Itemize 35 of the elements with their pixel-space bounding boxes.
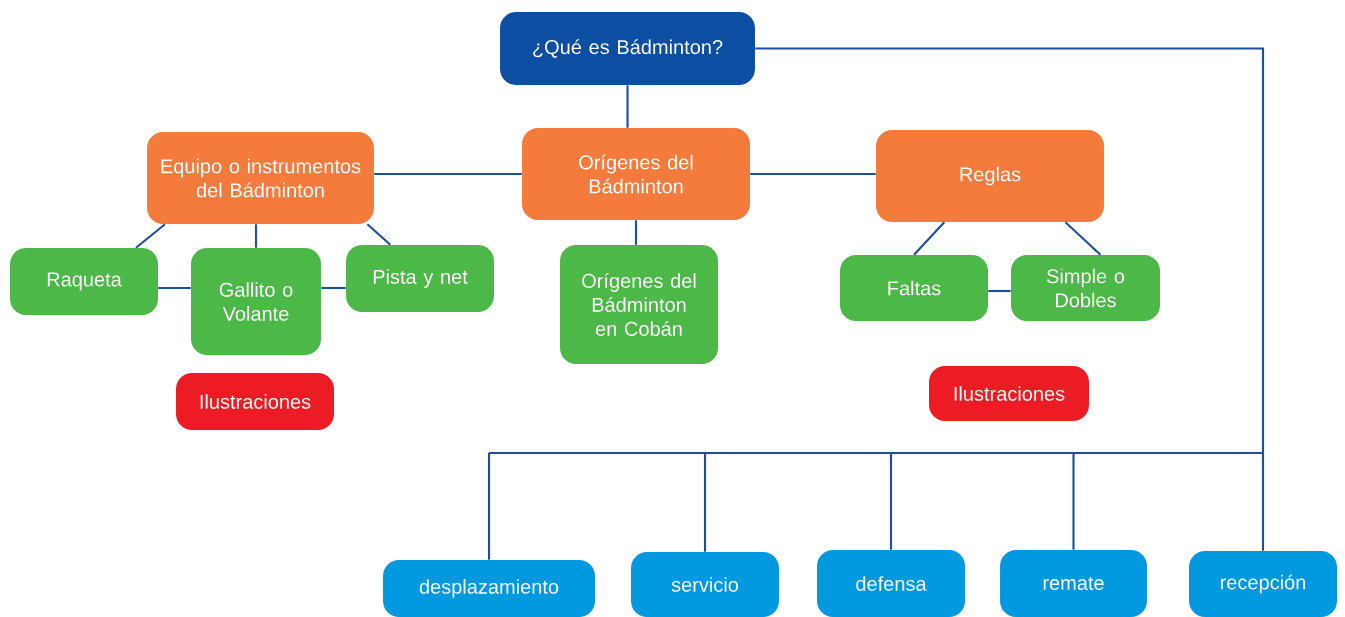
connector-line bbox=[374, 172, 522, 176]
skill-box: servicio bbox=[631, 551, 779, 617]
topic-box: Reglas bbox=[876, 130, 1104, 222]
connector-line bbox=[634, 220, 638, 245]
connector-line bbox=[703, 453, 707, 552]
connector-line bbox=[1064, 221, 1102, 256]
skill-box: defensa bbox=[817, 550, 965, 617]
connector-line bbox=[988, 289, 1011, 293]
connector-line bbox=[366, 223, 391, 246]
subtopic-box: Pista y net bbox=[346, 245, 494, 312]
subtopic-box: Simple o Dobles bbox=[1010, 255, 1161, 321]
topic-box: Equipo o instrumentos del Bádminton bbox=[147, 132, 374, 224]
connector-line bbox=[626, 85, 629, 128]
connector-line bbox=[321, 286, 346, 290]
connector-line bbox=[135, 223, 166, 249]
skill-box: recepción bbox=[1189, 551, 1337, 617]
connector-line bbox=[755, 47, 1265, 551]
connector-line bbox=[913, 221, 946, 256]
connector-line bbox=[487, 453, 491, 560]
subtopic-box: Gallito o Volante bbox=[191, 248, 321, 355]
topic-box: Orígenes del Bádminton bbox=[522, 128, 750, 220]
connector-line bbox=[750, 172, 876, 176]
skill-box: remate bbox=[1000, 550, 1147, 617]
skill-box: desplazamiento bbox=[383, 559, 595, 617]
connector-line bbox=[254, 224, 258, 248]
illustration-box: Ilustraciones bbox=[929, 366, 1089, 421]
connector-line bbox=[1072, 453, 1075, 550]
connector-line bbox=[489, 451, 1263, 455]
connector-line bbox=[158, 286, 191, 290]
subtopic-box: Orígenes del Bádminton en Cobán bbox=[560, 245, 718, 364]
title-box: ¿Qué es Bádminton? bbox=[500, 11, 755, 86]
illustration-box: Ilustraciones bbox=[176, 372, 334, 431]
connector-line bbox=[889, 453, 893, 550]
subtopic-box: Faltas bbox=[840, 255, 988, 321]
subtopic-box: Raqueta bbox=[10, 248, 158, 315]
